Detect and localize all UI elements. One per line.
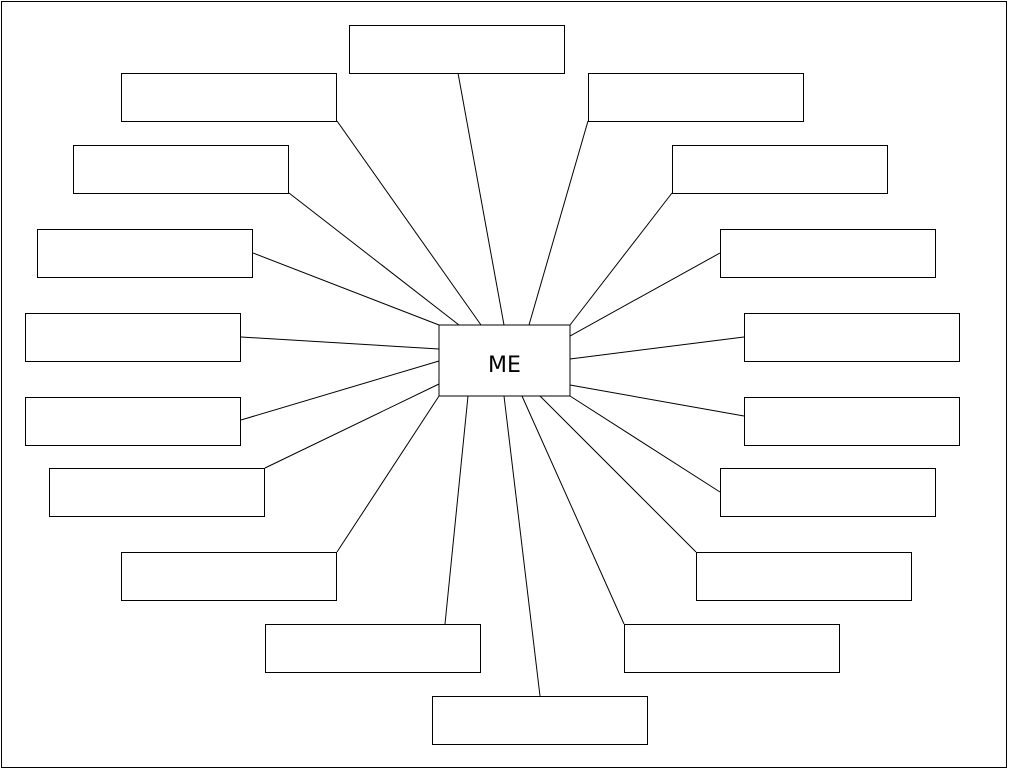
connector-line: [569, 384, 745, 417]
outer-nodes: [25, 25, 960, 745]
connector-line: [457, 72, 505, 326]
center-node: ME: [438, 324, 571, 397]
outer-node-box: [25, 397, 241, 446]
outer-node-box: [37, 229, 253, 278]
outer-node: [25, 397, 241, 446]
outer-node-box: [672, 145, 888, 194]
outer-node-box: [696, 552, 912, 601]
connector-line: [569, 395, 721, 493]
outer-node-box: [744, 313, 960, 362]
outer-node-box: [624, 624, 840, 673]
connector-line: [288, 192, 460, 326]
connector-line: [336, 395, 440, 553]
outer-node: [121, 73, 337, 122]
outer-node-box: [121, 552, 337, 601]
outer-node: [49, 468, 265, 517]
outer-node-box: [265, 624, 481, 673]
outer-node-box: [121, 73, 337, 122]
outer-node: [265, 624, 481, 673]
connector-line: [569, 336, 745, 360]
connector-line: [503, 395, 541, 697]
connector-line: [252, 252, 440, 326]
outer-node: [720, 468, 936, 517]
outer-node-box: [720, 468, 936, 517]
connector-line: [569, 192, 673, 326]
connector-line: [264, 383, 440, 469]
outer-node-box: [744, 397, 960, 446]
outer-node-box: [720, 229, 936, 278]
center-node-label: ME: [488, 353, 521, 378]
outer-node-box: [588, 73, 804, 122]
outer-node: [73, 145, 289, 194]
outer-node-box: [73, 145, 289, 194]
outer-node: [744, 397, 960, 446]
connector-line: [336, 120, 482, 326]
connector-line: [521, 395, 625, 625]
connector-lines: [240, 72, 745, 697]
outer-node: [624, 624, 840, 673]
outer-node: [744, 313, 960, 362]
connector-line: [539, 395, 697, 553]
connector-line: [528, 120, 589, 326]
outer-node: [349, 25, 565, 74]
outer-node-box: [49, 468, 265, 517]
outer-node: [672, 145, 888, 194]
connector-line: [240, 360, 440, 421]
connector-line: [240, 336, 440, 350]
outer-node: [720, 229, 936, 278]
outer-node-box: [349, 25, 565, 74]
connector-line: [444, 395, 469, 625]
connector-line: [569, 252, 721, 337]
outer-node: [696, 552, 912, 601]
outer-node: [588, 73, 804, 122]
outer-node-box: [432, 696, 648, 745]
center-node-box: [438, 324, 571, 397]
outer-node: [121, 552, 337, 601]
outer-node-box: [25, 313, 241, 362]
outer-node: [37, 229, 253, 278]
outer-node: [432, 696, 648, 745]
outer-node: [25, 313, 241, 362]
